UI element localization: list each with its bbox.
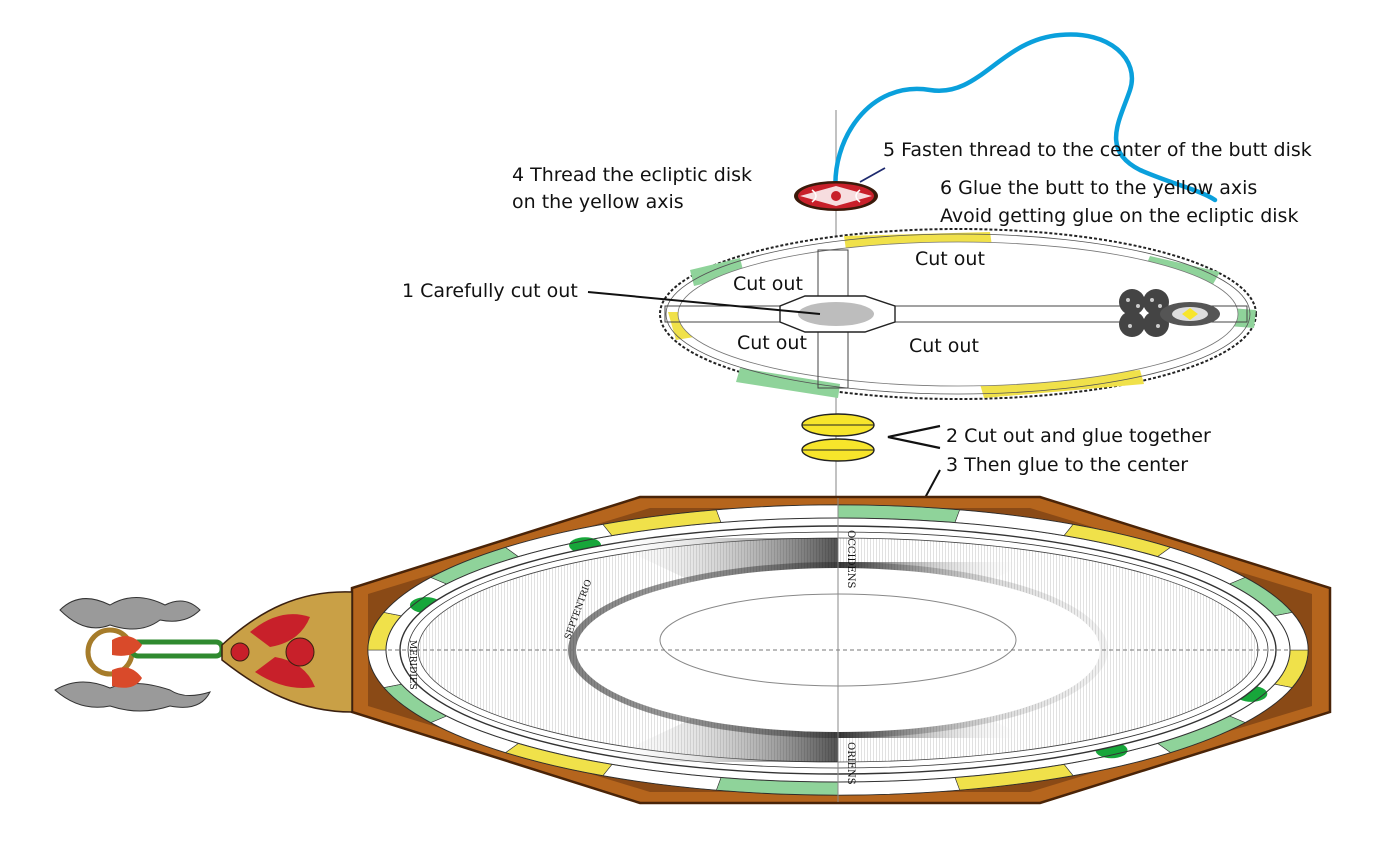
yellow-lens-pieces (801, 413, 875, 462)
cut-out-label-bottom-right: Cut out (909, 335, 979, 357)
step-5-label: 5 Fasten thread to the center of the but… (883, 139, 1312, 161)
step1-pointer (587, 291, 821, 315)
thread-line (833, 32, 1218, 203)
ornament-handle (54, 591, 353, 713)
dial-label-oriens: ORIENS (845, 742, 856, 785)
step-4-label-line2: on the yellow axis (512, 191, 684, 213)
cut-out-label-bottom-left: Cut out (737, 332, 807, 354)
step-6-label-line1: 6 Glue the butt to the yellow axis (940, 177, 1258, 199)
step5-pointer (859, 167, 886, 183)
base-dial: OCCIDENS ORIENS SEPTENTRIO MERIDIES (350, 495, 1332, 805)
step-6-label-line2: Avoid getting glue on the ecliptic disk (940, 205, 1299, 227)
disk-center-hole (798, 302, 874, 326)
butt-disk (794, 181, 878, 211)
ecliptic-disk (659, 228, 1257, 400)
step-2-label: 2 Cut out and glue together (946, 425, 1211, 447)
step2-bracket (887, 424, 941, 450)
cut-out-label-top-right: Cut out (915, 248, 985, 270)
step-1-label: 1 Carefully cut out (402, 280, 578, 302)
step-3-label: 3 Then glue to the center (946, 454, 1189, 476)
cut-out-label-top-left: Cut out (733, 273, 803, 295)
gear-cluster-icon (1119, 289, 1220, 337)
dial-label-meridies: MERIDIES (407, 640, 417, 690)
step-4-label-line1: 4 Thread the ecliptic disk (512, 164, 753, 186)
dial-label-occidens: OCCIDENS (845, 530, 856, 589)
